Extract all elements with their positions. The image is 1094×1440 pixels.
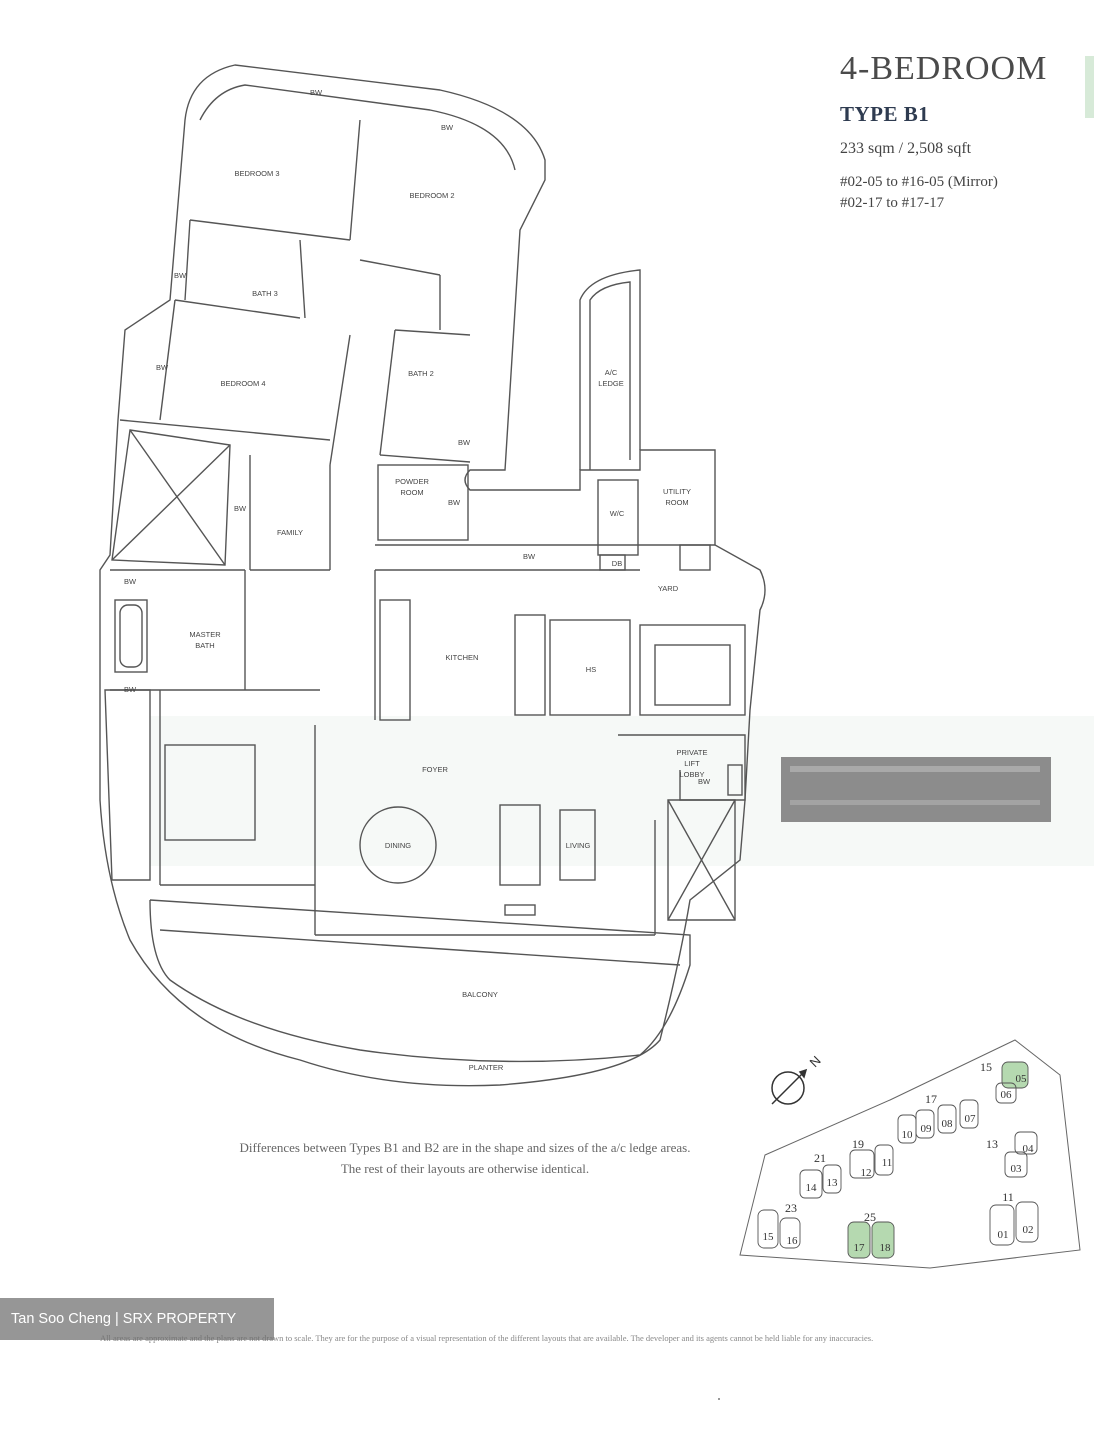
label-bw: BW — [310, 88, 323, 97]
label-bw: BW — [448, 498, 461, 507]
unit-04: 04 — [1023, 1143, 1035, 1155]
label-kitchen: KITCHEN — [446, 653, 479, 662]
block-13: 13 — [986, 1137, 998, 1151]
unit-18: 18 — [880, 1242, 892, 1254]
unit-range: #02-17 to #17-17 — [840, 195, 945, 211]
label-bw: BW — [124, 577, 137, 586]
label-family: FAMILY — [277, 528, 303, 537]
label-dining: DINING — [385, 841, 411, 850]
label-bw: BW — [174, 271, 187, 280]
label-bath3: BATH 3 — [252, 289, 278, 298]
accent-bar — [1085, 56, 1094, 118]
unit-08: 08 — [942, 1118, 954, 1130]
unit-10: 10 — [902, 1129, 914, 1141]
label-master-bath-2: BATH — [195, 641, 214, 650]
note-line: The rest of their layouts are otherwise … — [340, 1161, 590, 1176]
unit-14: 14 — [806, 1182, 818, 1194]
label-bw: BW — [523, 552, 536, 561]
unit-range: #02-05 to #16-05 (Mirror) — [840, 174, 998, 190]
block-23: 23 — [785, 1201, 797, 1215]
unit-16: 16 — [787, 1235, 799, 1247]
label-hs: HS — [586, 665, 596, 674]
block-25: 25 — [864, 1210, 876, 1224]
label-master-bath-1: MASTER — [189, 630, 221, 639]
label-utility-2: ROOM — [665, 498, 688, 507]
unit-03: 03 — [1011, 1163, 1023, 1175]
block-11: 11 — [1002, 1190, 1014, 1204]
block-21: 21 — [814, 1151, 826, 1165]
label-utility-1: UTILITY — [663, 487, 691, 496]
label-bw: BW — [124, 685, 137, 694]
label-wc: W/C — [610, 509, 625, 518]
label-planter: PLANTER — [469, 1063, 504, 1072]
layout-note: Differences between Types B1 and B2 are … — [150, 1137, 780, 1179]
label-bw: BW — [441, 123, 454, 132]
label-ac-ledge-2: LEDGE — [598, 379, 623, 388]
label-bw: BW — [234, 504, 247, 513]
label-yard: YARD — [658, 584, 679, 593]
label-ac-ledge-1: A/C — [605, 368, 618, 377]
label-bedroom2: BEDROOM 2 — [409, 191, 454, 200]
site-plan: 15 17 13 19 21 11 23 25 05 06 10 09 08 0… — [739, 1039, 1081, 1269]
label-lobby-3: LOBBY — [679, 770, 704, 779]
unit-09: 09 — [921, 1123, 933, 1135]
block-15: 15 — [980, 1060, 992, 1074]
unit-17: 17 — [854, 1242, 866, 1254]
note-line: Differences between Types B1 and B2 are … — [239, 1140, 691, 1155]
unit-06: 06 — [1001, 1089, 1013, 1101]
unit-numbers: #02-05 to #16-05 (Mirror) #02-17 to #17-… — [840, 172, 998, 214]
label-powder-1: POWDER — [395, 477, 429, 486]
unit-12: 12 — [861, 1167, 872, 1179]
page-title: 4-BEDROOM — [840, 50, 1048, 87]
unit-02: 02 — [1023, 1224, 1034, 1236]
unit-type: TYPE B1 — [840, 102, 930, 126]
north-arrow-icon — [771, 1068, 808, 1105]
unit-area: 233 sqm / 2,508 sqft — [840, 140, 972, 157]
unit-11: 11 — [882, 1157, 893, 1169]
unit-07: 07 — [965, 1113, 977, 1125]
label-bw: BW — [698, 777, 711, 786]
label-bw: BW — [156, 363, 169, 372]
label-db: DB — [612, 559, 622, 568]
page-dot — [718, 1398, 720, 1400]
label-bedroom3: BEDROOM 3 — [234, 169, 279, 178]
unit-13: 13 — [827, 1177, 839, 1189]
unit-15: 15 — [763, 1231, 775, 1243]
north-label: N — [807, 1053, 824, 1070]
label-living: LIVING — [566, 841, 591, 850]
label-bedroom4: BEDROOM 4 — [220, 379, 265, 388]
unit-01: 01 — [998, 1229, 1009, 1241]
label-powder-2: ROOM — [400, 488, 423, 497]
disclaimer: All areas are approximate and the plans … — [100, 1333, 874, 1343]
label-lobby-1: PRIVATE — [677, 748, 708, 757]
label-balcony: BALCONY — [462, 990, 498, 999]
label-lobby-2: LIFT — [684, 759, 700, 768]
block-17: 17 — [925, 1092, 937, 1106]
unit-05: 05 — [1016, 1073, 1028, 1085]
watermark: Tan Soo Cheng | SRX PROPERTY — [0, 1298, 274, 1340]
label-bw: BW — [458, 438, 471, 447]
block-19: 19 — [852, 1137, 864, 1151]
label-foyer: FOYER — [422, 765, 448, 774]
label-bath2: BATH 2 — [408, 369, 434, 378]
outer-wall — [99, 64, 766, 1087]
